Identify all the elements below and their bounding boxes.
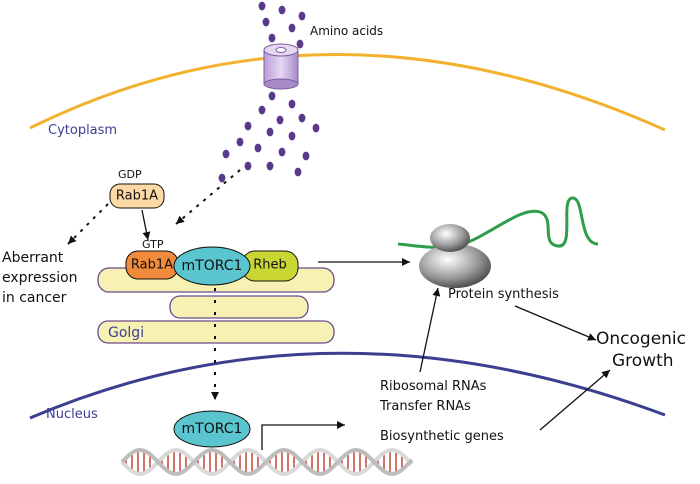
amino-acid-dot bbox=[302, 151, 310, 161]
rab1a-free-node bbox=[109, 183, 165, 209]
amino-acids-label: Amino acids bbox=[310, 24, 383, 38]
amino-acid-dot bbox=[288, 99, 296, 109]
aberrant-label-line3: in cancer bbox=[2, 290, 67, 306]
aberrant-label-line1: Aberrant bbox=[2, 250, 64, 266]
mrna-strand bbox=[397, 196, 599, 249]
golgi-label: Golgi bbox=[108, 325, 144, 341]
mtorc1-nucleus-node bbox=[173, 410, 251, 448]
amino-acid-dot bbox=[278, 147, 286, 157]
protein-to-growth-arrow bbox=[514, 305, 597, 341]
amino-acid-dot bbox=[288, 131, 296, 141]
cytoplasm-label: Cytoplasm bbox=[48, 123, 117, 138]
dna-backbone bbox=[120, 447, 414, 477]
amino-acid-dot bbox=[298, 113, 306, 123]
mtorc1-nucleus-label: mTORC1 bbox=[182, 421, 243, 437]
cytoplasm-membrane bbox=[29, 53, 666, 132]
amino-acid-dot bbox=[268, 33, 276, 43]
amino-acid-dot bbox=[258, 105, 266, 115]
amino-acid-dot bbox=[218, 173, 226, 183]
amino-acid-dot bbox=[262, 17, 270, 27]
transfer-rnas-label: Transfer RNAs bbox=[379, 399, 471, 414]
aberrant-dotted-arrow bbox=[67, 203, 109, 245]
gtp-label: GTP bbox=[142, 238, 164, 251]
genes-to-growth-arrow bbox=[539, 369, 611, 431]
amino-acid-dot bbox=[254, 143, 262, 153]
golgi-cisterna-3 bbox=[97, 320, 335, 344]
protein-synthesis-label: Protein synthesis bbox=[448, 287, 559, 302]
amino-acid-dot bbox=[294, 167, 302, 177]
nucleus-label: Nucleus bbox=[46, 407, 98, 422]
amino-acid-dot bbox=[244, 161, 252, 171]
biosynthetic-genes-label: Biosynthetic genes bbox=[380, 429, 504, 444]
oncogenic-label-line2: Growth bbox=[612, 351, 674, 371]
amino-acid-dot bbox=[276, 115, 284, 125]
rheb-label: Rheb bbox=[253, 258, 287, 273]
amino-acid-dot bbox=[296, 39, 304, 49]
mtorc1-golgi-node bbox=[173, 246, 251, 286]
rab1a-free-label: Rab1A bbox=[116, 189, 158, 204]
amino-acid-dot bbox=[278, 5, 286, 15]
amino-acid-dots bbox=[218, 1, 320, 183]
amino-acid-channel bbox=[263, 43, 299, 90]
amino-acid-dot bbox=[298, 11, 306, 21]
rab1a-bound-label: Rab1A bbox=[131, 258, 173, 273]
amino-acid-dot bbox=[236, 137, 244, 147]
gdp-label: GDP bbox=[118, 168, 142, 181]
amino-acid-dot bbox=[266, 161, 274, 171]
nuclear-membrane bbox=[29, 351, 666, 420]
transcription-arrow bbox=[261, 421, 345, 450]
rab1a-to-gtp-arrow bbox=[141, 209, 151, 241]
dna-helix bbox=[120, 447, 414, 477]
amino-acid-dot bbox=[312, 123, 320, 133]
amino-acid-dot bbox=[222, 149, 230, 159]
ribosome bbox=[419, 224, 491, 288]
amino-acid-dot bbox=[268, 91, 276, 101]
ribosomal-rnas-label: Ribosomal RNAs bbox=[380, 379, 487, 394]
amino-to-rab1a-dotted-arrow bbox=[175, 169, 241, 225]
amino-acid-dot bbox=[288, 23, 296, 33]
amino-acid-dot bbox=[244, 121, 252, 131]
amino-acid-dot bbox=[258, 1, 266, 11]
oncogenic-label-line1: Oncogenic bbox=[596, 329, 686, 349]
rnas-to-ribosome-arrow bbox=[419, 287, 441, 373]
aberrant-label-line2: expression bbox=[2, 270, 78, 286]
amino-acid-dot bbox=[266, 127, 274, 137]
mtorc1-golgi-label: mTORC1 bbox=[182, 258, 243, 274]
golgi-cisterna-2 bbox=[169, 295, 309, 319]
